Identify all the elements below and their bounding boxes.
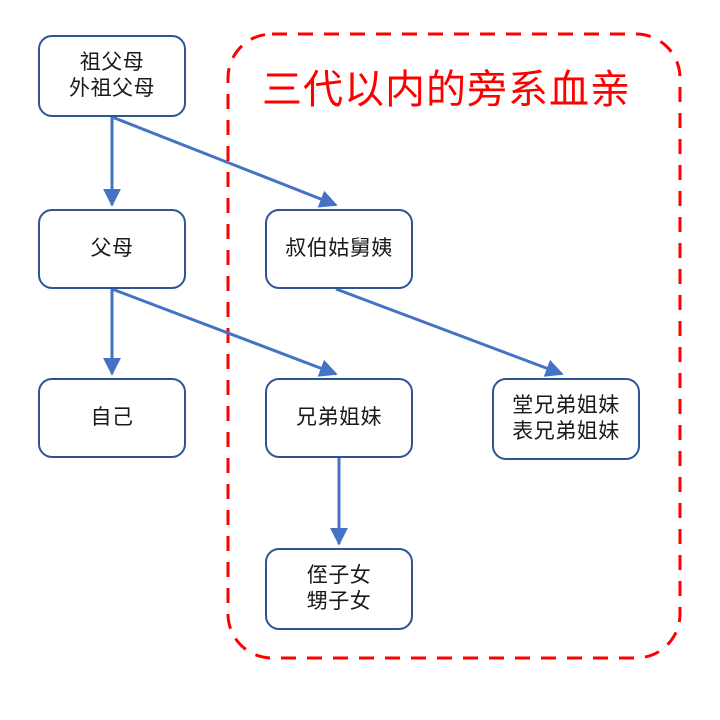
node-parents[interactable]: 父母 <box>38 209 186 289</box>
edge-grandparents-to-uncles <box>111 115 338 208</box>
node-cousins-label: 堂兄弟姐妹 表兄弟姐妹 <box>512 394 620 443</box>
dashed-region-outline <box>226 32 682 660</box>
node-self[interactable]: 自己 <box>38 378 186 458</box>
node-self-label: 自己 <box>90 406 134 430</box>
node-siblings[interactable]: 兄弟姐妹 <box>265 378 413 458</box>
edge-uncles-to-cousins <box>335 287 564 377</box>
region-title: 三代以内的旁系血亲 <box>262 68 631 112</box>
node-uncles-aunts-label: 叔伯姑舅姨 <box>285 237 393 261</box>
node-uncles-aunts[interactable]: 叔伯姑舅姨 <box>265 209 413 289</box>
node-nephews-nieces-label: 侄子女 甥子女 <box>306 564 372 613</box>
node-cousins[interactable]: 堂兄弟姐妹 表兄弟姐妹 <box>492 378 640 460</box>
node-grandparents[interactable]: 祖父母 外祖父母 <box>38 35 186 117</box>
node-grandparents-label: 祖父母 外祖父母 <box>69 51 155 100</box>
node-nephews-nieces[interactable]: 侄子女 甥子女 <box>265 548 413 630</box>
edge-parents-to-siblings <box>111 287 338 377</box>
node-parents-label: 父母 <box>90 237 134 261</box>
node-siblings-label: 兄弟姐妹 <box>296 406 382 430</box>
